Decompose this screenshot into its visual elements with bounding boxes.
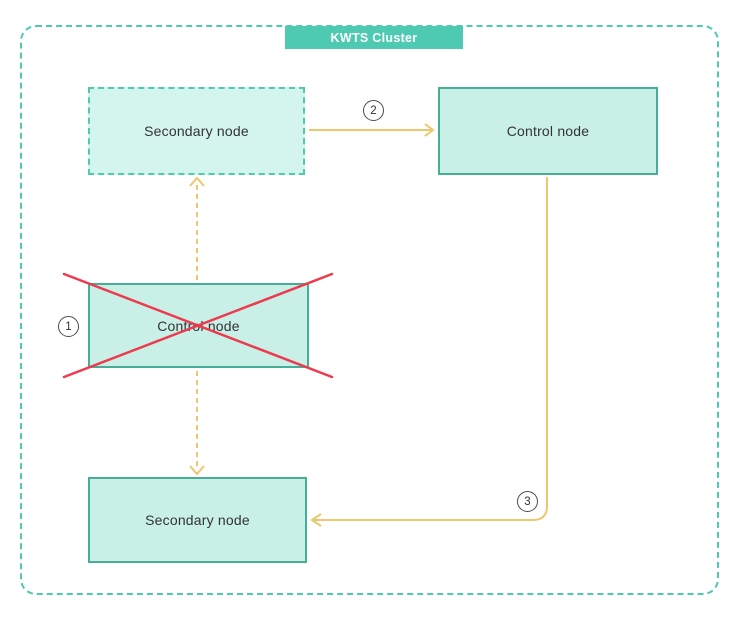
node-secondary-top-label: Secondary node [144, 123, 249, 139]
node-secondary-bottom: Secondary node [88, 477, 307, 563]
step-badge-1-number: 1 [65, 320, 72, 333]
node-control-failed: Control node [88, 283, 309, 368]
node-secondary-top: Secondary node [88, 87, 305, 175]
node-control-top-label: Control node [506, 123, 590, 139]
step-badge-3-number: 3 [524, 495, 531, 508]
cluster-title: KWTS Cluster [285, 26, 463, 49]
step-badge-3: 3 [517, 491, 538, 512]
node-control-top: Control node [438, 87, 658, 175]
step-badge-2-number: 2 [370, 104, 377, 117]
step-badge-1: 1 [58, 316, 79, 337]
node-control-failed-label: Control node [157, 317, 240, 334]
node-secondary-bottom-label: Secondary node [145, 512, 250, 528]
step-badge-2: 2 [363, 100, 384, 121]
